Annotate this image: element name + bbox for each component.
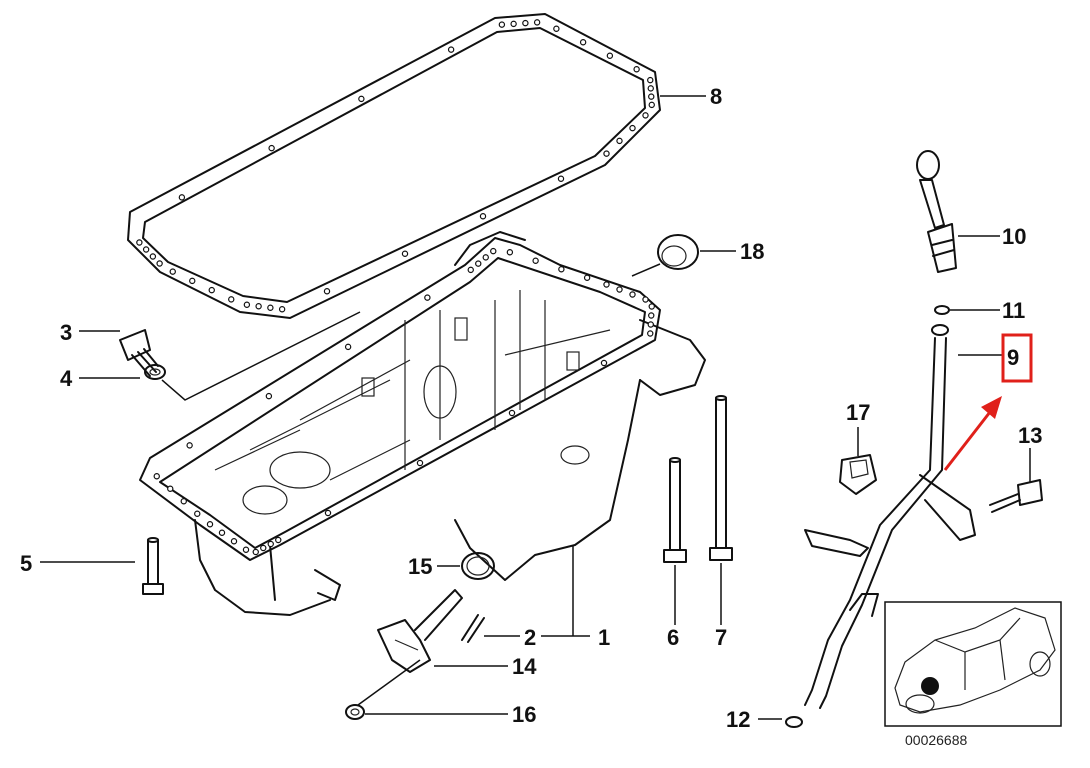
guide-tube-9 [804,324,976,709]
nut-16 [345,704,365,720]
label-11: 11 [1002,298,1025,323]
label-4: 4 [60,366,73,391]
label-9: 9 [1007,345,1019,370]
label-2: 2 [524,625,536,650]
label-18: 18 [740,239,764,264]
label-5: 5 [20,551,32,576]
plug-18 [631,234,699,277]
washer-4 [144,364,166,380]
bolt-7 [709,395,733,561]
o-ring-11 [934,305,950,315]
label-6: 6 [667,625,679,650]
leader-lines [40,95,1031,720]
highlight-annotation [943,333,1033,471]
label-7: 7 [715,625,727,650]
label-1: 1 [598,625,610,650]
label-8: 8 [710,84,722,109]
bolt-5 [142,537,164,595]
bolt-13 [989,479,1043,513]
label-15: 15 [408,554,432,579]
drain-plug-3 [119,329,159,377]
label-13: 13 [1018,423,1042,448]
location-dot [921,677,939,695]
o-ring-15 [461,552,495,580]
arrow-head [981,396,1002,419]
dipstick-10 [916,150,957,273]
reference-number: 00026688 [905,732,968,748]
label-17: 17 [846,400,870,425]
pin-2 [461,614,485,643]
highlight-arrow [943,411,992,471]
label-3: 3 [60,320,72,345]
label-16: 16 [512,702,536,727]
o-ring-12 [785,716,803,728]
part-labels: 1 2 3 4 5 6 7 8 9 10 11 12 13 14 15 16 1… [20,84,1042,732]
label-12: 12 [726,707,750,732]
bolt-6 [663,457,687,563]
oil-pan-gasket [127,13,661,319]
highlight-box [1001,333,1033,383]
label-14: 14 [512,654,537,679]
clip-17 [839,454,877,495]
pickup-14 [377,589,463,673]
car-thumbnail [884,601,1062,727]
label-10: 10 [1002,224,1026,249]
